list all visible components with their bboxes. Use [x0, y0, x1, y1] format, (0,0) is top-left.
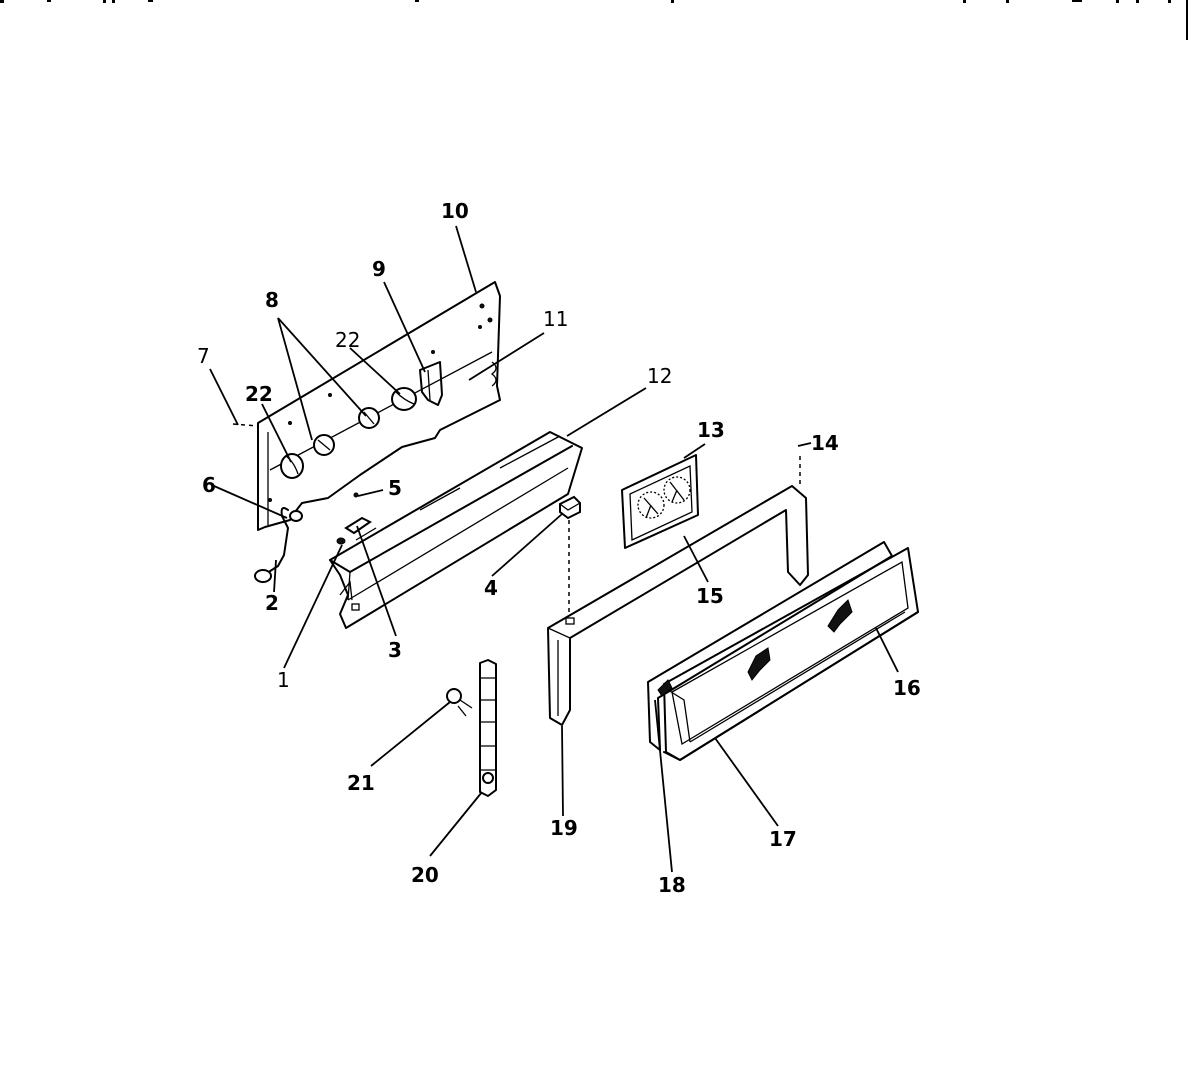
control-panel-face — [647, 541, 919, 761]
callout-22-lower: 22 — [245, 382, 273, 406]
callout-4: 4 — [484, 576, 498, 600]
callout-13: 13 — [697, 418, 725, 442]
callout-1: 1 — [277, 668, 290, 692]
handle-strip — [446, 659, 497, 797]
callout-20: 20 — [411, 863, 439, 887]
panel-bracket — [419, 361, 443, 406]
small-hardware — [336, 492, 581, 545]
callout-8: 8 — [265, 288, 279, 312]
callout-10: 10 — [441, 199, 469, 223]
scan-edge-marks — [0, 0, 1188, 40]
wire-lead — [254, 507, 303, 583]
callout-19: 19 — [550, 816, 578, 840]
callout-17: 17 — [769, 827, 797, 851]
leader-lines — [209, 225, 899, 873]
console-trim — [547, 485, 809, 726]
callout-labels: 10 9 11 8 22 7 22 12 13 14 6 5 4 15 2 3 … — [197, 199, 921, 897]
callout-18: 18 — [658, 873, 686, 897]
callout-7: 7 — [197, 344, 210, 368]
callout-21: 21 — [347, 771, 375, 795]
callout-5: 5 — [388, 476, 402, 500]
callout-2: 2 — [265, 591, 279, 615]
callout-16: 16 — [893, 676, 921, 700]
callout-14: 14 — [811, 431, 839, 455]
callout-12: 12 — [647, 364, 672, 388]
control-channel — [329, 431, 583, 629]
callout-11: 11 — [543, 307, 568, 331]
callout-9: 9 — [372, 257, 386, 281]
callout-3: 3 — [388, 638, 402, 662]
callout-6: 6 — [202, 473, 216, 497]
rear-panel-components — [280, 387, 417, 479]
callout-22-upper: 22 — [335, 328, 360, 352]
clock — [621, 454, 699, 549]
rear-panel — [257, 281, 501, 531]
callout-15: 15 — [696, 584, 724, 608]
